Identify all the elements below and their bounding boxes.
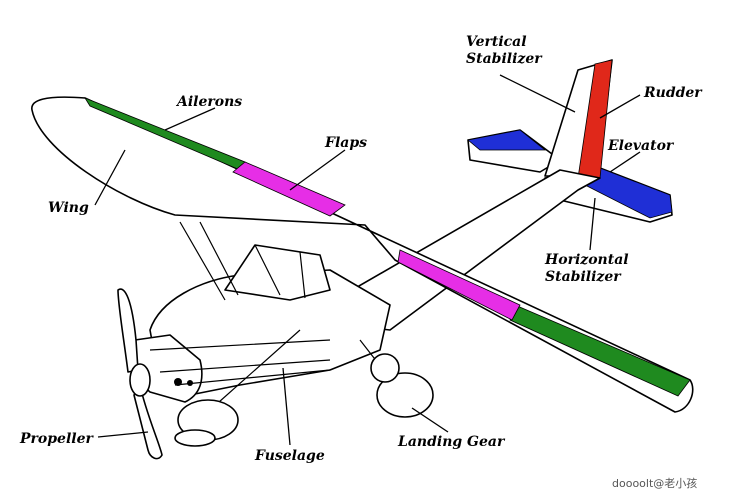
label-vertical-stabilizer-line2: Stabilizer [466,51,543,67]
watermark: doooolt@老小孩 [612,477,697,490]
label-horizontal-stabilizer-line2: Stabilizer [545,269,622,285]
label-horizontal-stabilizer-line1: Horizontal [544,252,629,268]
label-vertical-stabilizer-line1: Vertical [466,34,527,50]
flap-right-surface [397,249,521,321]
fuselage [132,169,601,403]
aileron-right-surface [509,304,691,397]
label-elevator: Elevator [607,138,675,154]
label-rudder: Rudder [643,85,703,101]
label-ailerons: Ailerons [175,94,242,110]
leader-lines [94,74,641,446]
wing [31,96,694,413]
label-propeller: Propeller [19,431,94,447]
label-landing-gear: Landing Gear [397,434,506,450]
propeller [117,288,163,460]
elevator-left-surface [467,129,547,151]
flap-left-surface [232,161,346,217]
label-wing: Wing [48,200,89,216]
label-fuselage: Fuselage [254,448,325,464]
label-flaps: Flaps [324,135,367,151]
landing-gear [174,329,434,447]
vertical-stabilizer [544,59,613,179]
